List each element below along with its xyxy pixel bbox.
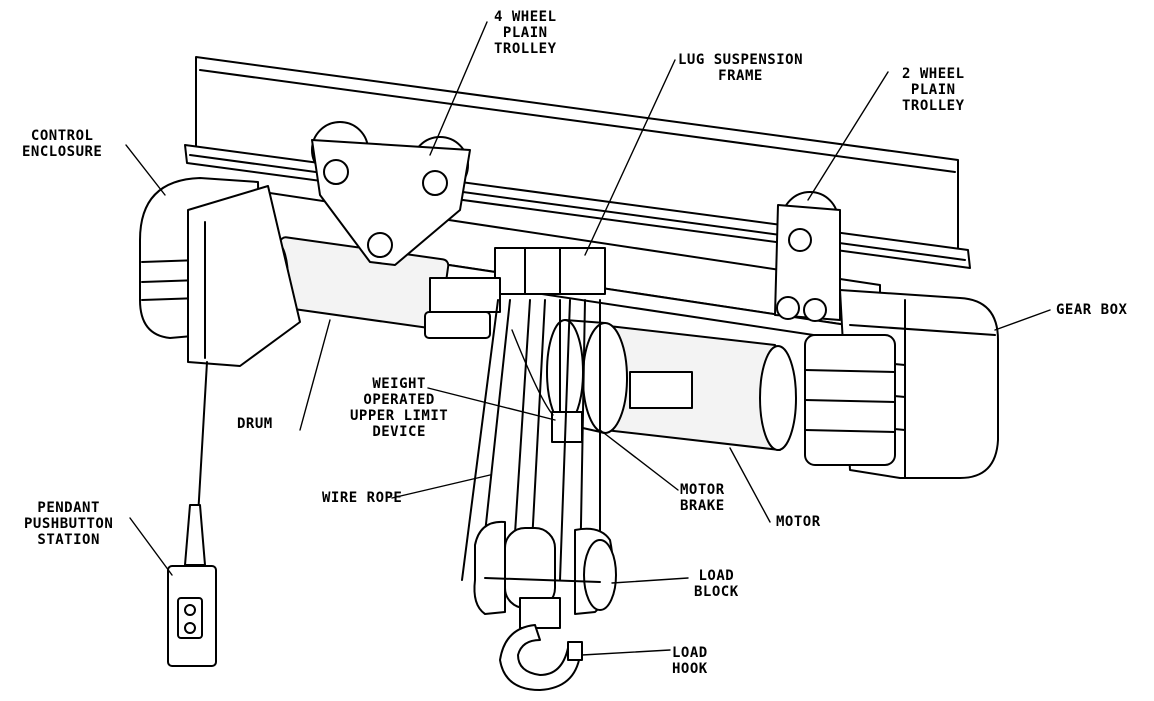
gear-box: [804, 289, 999, 479]
leader-lines: [125, 21, 1051, 656]
label-wire-rope: WIRE ROPE: [322, 490, 402, 506]
label-motor: MOTOR: [776, 514, 821, 530]
label-load-block: LOAD BLOCK: [694, 568, 739, 600]
label-line: HOOK: [672, 661, 708, 677]
label-line: WIRE ROPE: [322, 490, 403, 506]
label-line: ENCLOSURE: [22, 144, 103, 160]
load-hook: [499, 624, 583, 691]
label-motor-brake: MOTOR BRAKE: [680, 482, 725, 514]
label-line: STATION: [37, 532, 100, 548]
label-line: PUSHBUTTON: [24, 516, 114, 532]
label-line: LUG SUSPENSION: [678, 52, 804, 68]
pendant-station: [167, 361, 217, 667]
label-line: FRAME: [718, 68, 763, 84]
two-wheel-trolley: [774, 191, 841, 322]
label-line: LOAD: [672, 645, 708, 661]
motor: [546, 319, 797, 451]
label-line: GEAR BOX: [1056, 302, 1128, 318]
four-wheel-trolley: [311, 121, 471, 266]
label-load-hook: LOAD HOOK: [672, 645, 708, 677]
label-line: UPPER LIMIT: [350, 408, 449, 424]
label-line: BRAKE: [680, 498, 725, 514]
lug-suspension-frame: [424, 247, 606, 339]
label-two-wheel-trolley: 2 WHEEL PLAIN TROLLEY: [902, 66, 965, 114]
label-line: 4 WHEEL: [494, 9, 557, 25]
label-gear-box: GEAR BOX: [1056, 302, 1127, 318]
label-line: PLAIN: [502, 25, 548, 41]
label-line: TROLLEY: [494, 41, 557, 57]
label-line: WEIGHT: [372, 376, 426, 392]
label-pendant-station: PENDANT PUSHBUTTON STATION: [24, 500, 113, 548]
label-line: BLOCK: [694, 584, 739, 600]
label-lug-suspension-frame: LUG SUSPENSION FRAME: [678, 52, 803, 84]
label-line: PENDANT: [37, 500, 100, 516]
label-line: DEVICE: [372, 424, 426, 440]
label-drum: DRUM: [237, 416, 273, 432]
label-line: MOTOR: [776, 514, 821, 530]
label-line: MOTOR: [680, 482, 725, 498]
label-line: 2 WHEEL: [902, 66, 965, 82]
label-weight-operated-limit: WEIGHT OPERATED UPPER LIMIT DEVICE: [350, 376, 448, 440]
label-line: LOAD: [698, 568, 735, 584]
label-line: PLAIN: [910, 82, 956, 98]
label-line: OPERATED: [363, 392, 435, 408]
control-enclosure: [139, 177, 301, 367]
label-line: DRUM: [237, 416, 273, 432]
load-block: [473, 520, 617, 629]
label-control-enclosure: CONTROL ENCLOSURE: [22, 128, 102, 160]
label-line: CONTROL: [30, 128, 94, 144]
label-four-wheel-trolley: 4 WHEEL PLAIN TROLLEY: [494, 9, 557, 57]
label-line: TROLLEY: [902, 98, 965, 114]
